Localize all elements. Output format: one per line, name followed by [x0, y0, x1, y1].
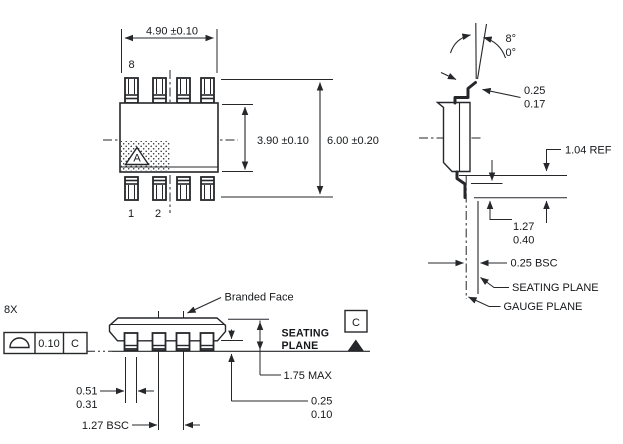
surface-profile-icon — [9, 337, 30, 349]
lead-thickness-min-label: 0.17 — [524, 99, 545, 111]
seating-plane-label: SEATING PLANE — [512, 282, 599, 294]
bottom-pins — [124, 176, 215, 201]
pin1-marker-label: A — [133, 153, 141, 165]
lead-thickness-max-label: 0.25 — [524, 85, 545, 97]
side-view-body — [108, 317, 227, 342]
dim-standoff: 0.25 0.10 — [221, 329, 332, 421]
dim-pitch-label: 1.27 BSC — [82, 420, 129, 432]
side-seating-plane-label1: SEATING — [282, 328, 330, 340]
dim-body-width-label: 3.90 ±0.10 — [257, 135, 309, 147]
dim-package-width-label: 4.90 ±0.10 — [146, 26, 198, 38]
dim-gauge-offset-label: 0.25 BSC — [511, 258, 558, 270]
dim-foot-min-label: 0.40 — [513, 235, 534, 247]
datum-label: C — [352, 317, 360, 329]
angle-min-label: 0° — [506, 47, 517, 59]
dim-foot-length: 1.27 0.40 — [486, 160, 534, 247]
gauge-plane-label: GAUGE PLANE — [504, 301, 583, 313]
dim-lead-length-ref: 1.04 REF — [543, 145, 612, 223]
top-pins — [124, 77, 215, 104]
pin1-label: 1 — [128, 208, 134, 220]
dim-height-label: 1.75 MAX — [284, 370, 333, 382]
dim-lead-width: 0.51 0.31 — [76, 357, 154, 411]
datum-triangle — [347, 339, 364, 352]
dim-foot-max-label: 1.27 — [513, 221, 534, 233]
top-view: A 4.90 ±0.10 3.90 ±0.10 6.00 ±0.20 8 1 2 — [103, 26, 379, 220]
bottom-lead — [455, 170, 467, 199]
pin8-label: 8 — [128, 59, 134, 71]
dim-standoff-min-label: 0.10 — [311, 409, 332, 421]
dim-package-width: 4.90 ±0.10 — [121, 26, 218, 73]
end-view-body — [435, 101, 471, 173]
dim-gauge-offset: 0.25 BSC — [428, 258, 558, 270]
dim-lead-width-max-label: 0.51 — [76, 386, 97, 398]
dim-pitch: 1.27 BSC — [82, 420, 200, 432]
side-view-leads — [123, 332, 215, 352]
tolerance-label: 0.10 — [38, 338, 59, 350]
dim-body-width: 3.90 ±0.10 — [222, 104, 309, 172]
dim-lead-width-min-label: 0.31 — [76, 399, 97, 411]
branded-face-label: Branded Face — [225, 292, 294, 304]
qty-label: 8X — [4, 304, 18, 316]
side-seating-plane-label2: PLANE — [282, 340, 319, 352]
dim-lead-length-ref-label: 1.04 REF — [565, 145, 612, 157]
dim-height: 1.75 MAX — [228, 318, 333, 382]
dim-lead-span-label: 6.00 ±0.20 — [327, 135, 379, 147]
pin2-label: 2 — [155, 208, 161, 220]
coplanarity-callout: 8X 0.10 C — [3, 304, 88, 355]
angle-max-label: 8° — [506, 33, 517, 45]
top-lead — [453, 81, 477, 105]
end-view-lead-detail: 8° 0° 0.25 0.17 1.04 REF 1.27 0.40 0.25 … — [419, 22, 612, 313]
datum-ref-label: C — [71, 338, 79, 350]
pin1-stipple-region — [121, 141, 170, 171]
side-view: Branded Face 8X 0.10 C C SEATING PLANE — [3, 292, 370, 432]
dim-lead-span: 6.00 ±0.20 — [221, 79, 379, 198]
datum-c-flag: C — [344, 309, 368, 352]
pin1-triangle-marker — [124, 146, 150, 166]
dim-standoff-max-label: 0.25 — [311, 396, 332, 408]
